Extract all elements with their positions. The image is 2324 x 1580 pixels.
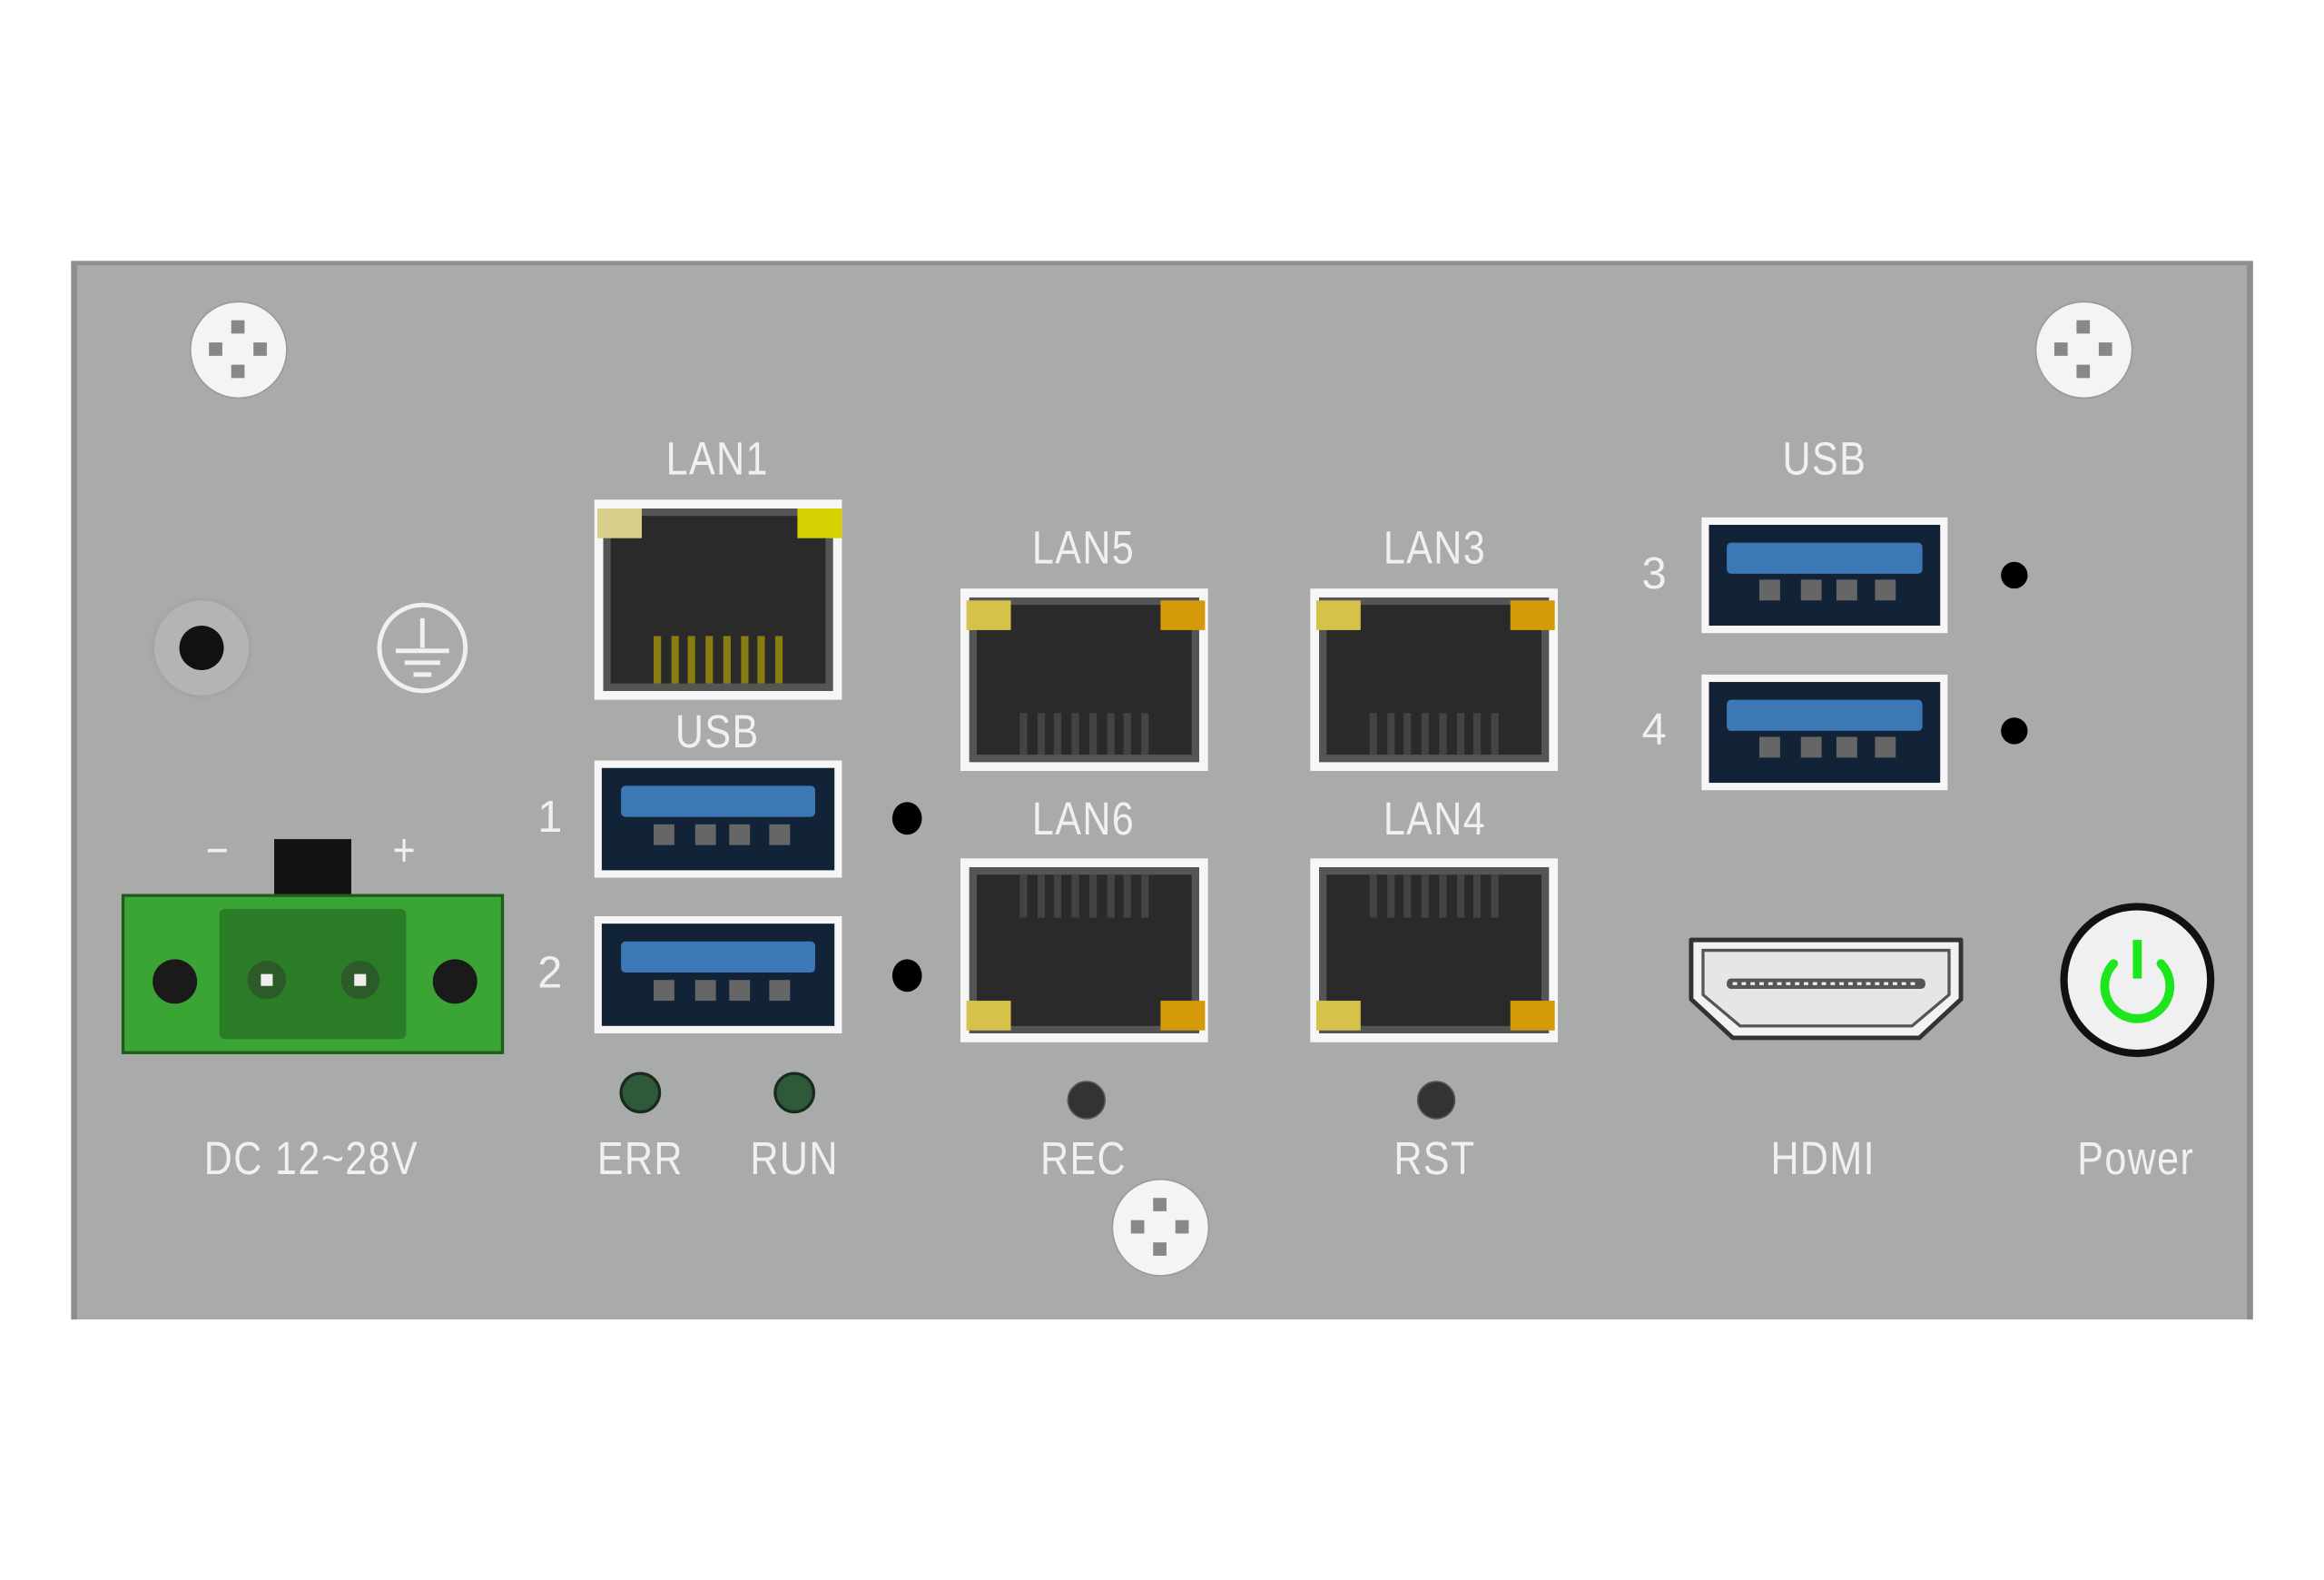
- activity-led: [797, 509, 842, 538]
- usb4-number: 4: [1641, 706, 1667, 755]
- usb1-port[interactable]: [594, 760, 842, 878]
- lan4-label: LAN4: [1383, 793, 1487, 845]
- lan5-label: LAN5: [1031, 521, 1136, 574]
- usb-left-label: USB: [675, 706, 760, 758]
- usb3-number: 3: [1641, 549, 1667, 599]
- rst-button[interactable]: [1416, 1081, 1456, 1120]
- usb2-led: [891, 959, 922, 992]
- lan6-label: LAN6: [1031, 793, 1136, 845]
- lan1-label: LAN1: [665, 432, 769, 485]
- activity-led: [1160, 600, 1206, 630]
- terminal-latch: [274, 839, 351, 899]
- usb3-port[interactable]: [1701, 517, 1948, 634]
- minus-label: −: [205, 824, 231, 876]
- activity-led: [1510, 600, 1555, 630]
- hdmi-label: HDMI: [1770, 1132, 1876, 1185]
- link-led: [1315, 1001, 1361, 1031]
- rst-label: RST: [1393, 1132, 1476, 1185]
- usb-right-label: USB: [1782, 432, 1867, 485]
- lan5-port[interactable]: [960, 588, 1208, 772]
- link-led: [966, 600, 1011, 630]
- usb2-port[interactable]: [594, 916, 842, 1033]
- screw-icon: [1113, 1180, 1208, 1276]
- ground-stud: [153, 600, 250, 696]
- err-led: [619, 1071, 662, 1114]
- link-led: [1315, 600, 1361, 630]
- usb4-port[interactable]: [1701, 674, 1948, 791]
- run-led: [773, 1071, 815, 1114]
- lan3-port[interactable]: [1310, 588, 1558, 772]
- lan6-port[interactable]: [960, 858, 1208, 1042]
- screw-icon: [2036, 302, 2132, 398]
- lan4-port[interactable]: [1310, 858, 1558, 1042]
- earth-ground-icon: [377, 602, 468, 694]
- dc-power-terminal[interactable]: [121, 894, 505, 1054]
- err-label: ERR: [596, 1132, 684, 1185]
- activity-led: [1510, 1001, 1555, 1031]
- usb2-number: 2: [537, 948, 563, 998]
- rec-label: REC: [1040, 1132, 1128, 1185]
- lan1-port[interactable]: [594, 499, 842, 700]
- screw-icon: [191, 302, 287, 398]
- link-led: [596, 509, 642, 538]
- activity-led: [1160, 1001, 1206, 1031]
- io-panel: [71, 261, 2253, 1320]
- link-led: [966, 1001, 1011, 1031]
- hdmi-port[interactable]: [1682, 931, 1970, 1046]
- usb3-led: [2001, 561, 2028, 589]
- usb4-led: [2001, 717, 2028, 745]
- lan3-label: LAN3: [1383, 521, 1487, 574]
- run-label: RUN: [750, 1132, 839, 1185]
- dc-label: DC 12~28V: [203, 1132, 419, 1185]
- rec-button[interactable]: [1067, 1081, 1106, 1120]
- power-icon: [2100, 940, 2175, 1023]
- usb1-number: 1: [537, 793, 563, 843]
- power-label: Power: [2077, 1132, 2195, 1185]
- usb1-led: [891, 802, 922, 835]
- plus-label: +: [392, 824, 417, 876]
- power-button[interactable]: [2060, 903, 2215, 1058]
